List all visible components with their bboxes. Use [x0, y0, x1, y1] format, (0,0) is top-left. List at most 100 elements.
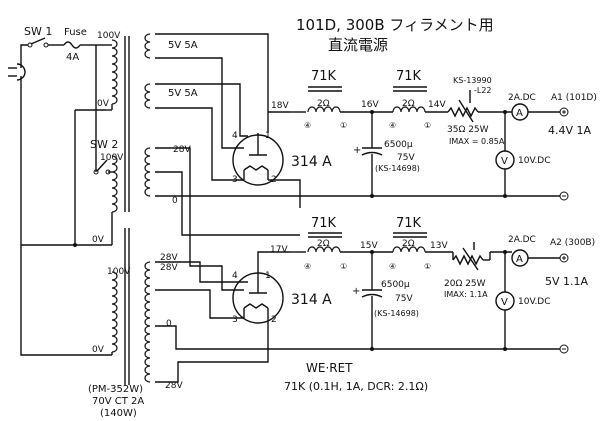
notes: (PM-352W) 70V CT 2A (140W) WE·RET 71K (0… — [88, 361, 428, 419]
svg-text:V: V — [501, 297, 508, 308]
ch1-out-name: A1 (101D) — [551, 93, 597, 103]
note-trans-spec: 70V CT 2A — [92, 396, 144, 407]
ch2-rheo-imax: IMAX: 1.1A — [444, 290, 488, 299]
title-line1: 101D, 300B フィラメント用 — [296, 16, 494, 34]
ch2-cap — [361, 293, 383, 298]
ch2-choke1 — [307, 246, 341, 253]
plug-icon — [16, 63, 26, 81]
ch2-cap-volt: 75V — [395, 294, 413, 304]
t2-primary-zero: 0V — [92, 345, 105, 355]
ch2-choke2-b: ① — [424, 262, 431, 271]
ch2-choke1-r: 2Ω — [317, 239, 330, 249]
tube2-pin4: 4 — [232, 271, 238, 281]
tube1-pin4: 4 — [232, 131, 238, 141]
tube2-pin1: 1 — [265, 271, 271, 281]
ch1-out-spec: 4.4V 1A — [548, 124, 592, 137]
channel1: 18V 71K 2Ω ④ ① 16V + 6500μ 75V (KS-14698… — [271, 69, 597, 201]
ch1-choke2 — [392, 106, 426, 113]
ch1-v-mid: 16V — [361, 100, 379, 110]
ch1-choke1-b: ① — [340, 121, 347, 130]
t2-secondary-coil — [144, 261, 151, 383]
note-trans-part: (PM-352W) — [88, 384, 143, 395]
tube2-pin3: 3 — [232, 315, 238, 325]
switch1 — [27, 42, 33, 48]
t1-tap-bottom: 0V — [97, 99, 110, 109]
ch1-v-out: 14V — [428, 100, 446, 110]
ch1-rheostat — [447, 106, 479, 118]
note-trans-va: (140W) — [100, 408, 137, 419]
note-we-ret: WE·RET — [306, 361, 353, 375]
ch2-out-name: A2 (300B) — [550, 238, 595, 248]
svg-text:+: + — [353, 145, 361, 156]
t1-sec1-label: 5V 5A — [168, 40, 198, 51]
ch1-choke1 — [307, 106, 341, 113]
ch1-voltmeter-label: 10V.DC — [518, 156, 551, 166]
ch2-v-mid: 15V — [360, 241, 378, 251]
t1-primary-coil — [111, 39, 118, 105]
t2-sec-zero: 0 — [166, 319, 172, 329]
fuse-icon — [63, 41, 81, 49]
ch2-choke1-b: ① — [340, 262, 347, 271]
ch2-rheo-val: 20Ω 25W — [444, 279, 486, 289]
ch2-choke1-a: ④ — [304, 262, 311, 271]
switch2-group: SW 2 100V — [90, 138, 124, 175]
ch1-choke2-a: ④ — [389, 121, 396, 130]
tube1: 4 1 3 2 314 A — [232, 131, 332, 186]
t1-sec-zero: 0 — [172, 196, 178, 206]
ch1-choke1-label: 71K — [311, 69, 337, 84]
t2-sec1-label: 28V — [160, 253, 178, 263]
switch1-label: SW 1 — [24, 25, 52, 38]
t1-tap-top: 100V — [97, 31, 121, 41]
ch1-choke2-label: 71K — [396, 69, 422, 84]
mains-section: SW 1 Fuse 4A — [8, 25, 106, 247]
svg-text:A: A — [516, 108, 523, 119]
ch1-v-in: 18V — [271, 101, 289, 111]
tube2-wiring — [155, 251, 560, 383]
tube2: 4 1 3 2 314 A — [232, 271, 332, 325]
ch1-cap-part: (KS-14698) — [375, 164, 420, 173]
t1-sec2-coil — [144, 83, 151, 109]
fuse-rating: 4A — [66, 52, 79, 63]
tube1-pin1: 1 — [265, 131, 271, 141]
ch2-voltmeter-label: 10V.DC — [518, 297, 551, 307]
ch1-choke1-r: 2Ω — [317, 99, 330, 109]
ch1-out-plus-terminal — [559, 107, 569, 117]
title-line2: 直流電源 — [328, 36, 388, 54]
svg-text:+: + — [352, 286, 360, 297]
ch1-choke2-b: ① — [424, 121, 431, 130]
ch2-cap-val: 6500μ — [381, 280, 410, 290]
transformer1: 100V 0V 5V 5A 5V 5A 28V 0 — [97, 31, 198, 213]
ch2-choke2-a: ④ — [389, 262, 396, 271]
t1-sec3-label: 28V — [173, 145, 191, 155]
switch2-label: SW 2 — [90, 138, 118, 151]
ch2-v-in: 17V — [270, 245, 288, 255]
ch1-rheo-part: KS-13990 — [453, 76, 492, 85]
ch2-ammeter-label: 2A.DC — [508, 235, 536, 245]
tube1-type: 314 A — [291, 154, 332, 170]
ch1-rheo-val: 35Ω 25W — [447, 125, 489, 135]
t2-sec3-label: 28V — [165, 381, 183, 391]
t2-tap-top: 100V — [107, 267, 131, 277]
t2-primary-coil — [111, 271, 118, 353]
tube2-type: 314 A — [291, 292, 332, 308]
ch2-out-plus-terminal — [559, 253, 569, 263]
t1-sec2-label: 5V 5A — [168, 88, 198, 99]
ch2-out-spec: 5V 1.1A — [545, 275, 589, 288]
ch2-choke1-label: 71K — [311, 216, 337, 231]
ch1-out-minus-terminal — [559, 191, 569, 201]
ch2-choke2 — [392, 246, 426, 253]
ch2-out-minus-terminal — [559, 344, 569, 354]
ch2-choke2-label: 71K — [396, 216, 422, 231]
t2-sec2-label: 28V — [160, 263, 178, 273]
ch2-v-out: 13V — [430, 241, 448, 251]
tube2-pin2: 2 — [271, 315, 277, 325]
ch1-choke1-a: ④ — [304, 121, 311, 130]
t1-lower-primary — [111, 155, 118, 213]
channel2: 17V 71K 2Ω ④ ① 15V + 6500μ 75V (KS-14698… — [270, 216, 595, 354]
ch1-rheo-sub: -L22 — [474, 86, 492, 95]
ch1-cap-val: 6500μ — [384, 140, 413, 150]
svg-text:A: A — [516, 254, 523, 265]
ch2-rheostat — [452, 254, 484, 266]
fuse-label: Fuse — [64, 27, 87, 38]
